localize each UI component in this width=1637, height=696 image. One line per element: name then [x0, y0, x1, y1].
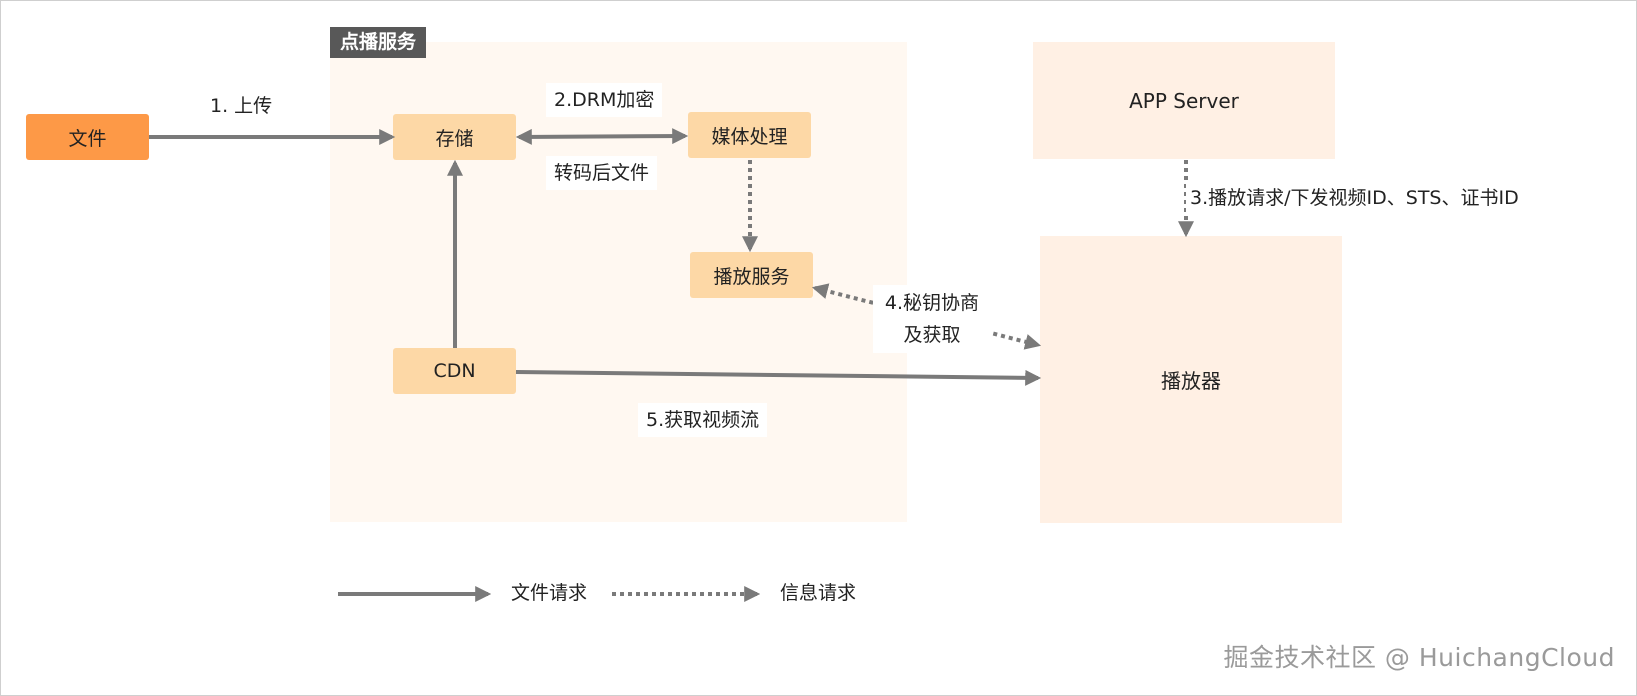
cdn-node: CDN: [393, 348, 516, 394]
key-negotiation-label: 4.秘钥协商 及获取: [873, 285, 991, 353]
file-node: 文件: [26, 114, 149, 160]
player-node: 播放器: [1040, 236, 1342, 523]
key-negotiation-line2: 及获取: [903, 324, 961, 346]
media-processing-node: 媒体处理: [688, 112, 811, 158]
upload-label: 1. 上传: [210, 95, 273, 117]
get-video-stream-label: 5.获取视频流: [638, 403, 768, 437]
playback-service-node: 播放服务: [690, 252, 813, 298]
watermark-text: 掘金技术社区 @ HuichangCloud: [1223, 643, 1615, 672]
legend-file-request: 文件请求: [511, 582, 588, 604]
storage-node: 存储: [393, 114, 516, 160]
vod-service-title: 点播服务: [330, 27, 427, 58]
key-negotiation-line1: 4.秘钥协商: [884, 292, 980, 314]
app-server-node: APP Server: [1033, 42, 1335, 159]
transcoded-file-label: 转码后文件: [546, 156, 658, 190]
legend-info-request: 信息请求: [780, 582, 857, 604]
play-request-label: 3.播放请求/下发视频ID、STS、证书ID: [1186, 181, 1527, 215]
drm-encrypt-label: 2.DRM加密: [546, 83, 663, 117]
